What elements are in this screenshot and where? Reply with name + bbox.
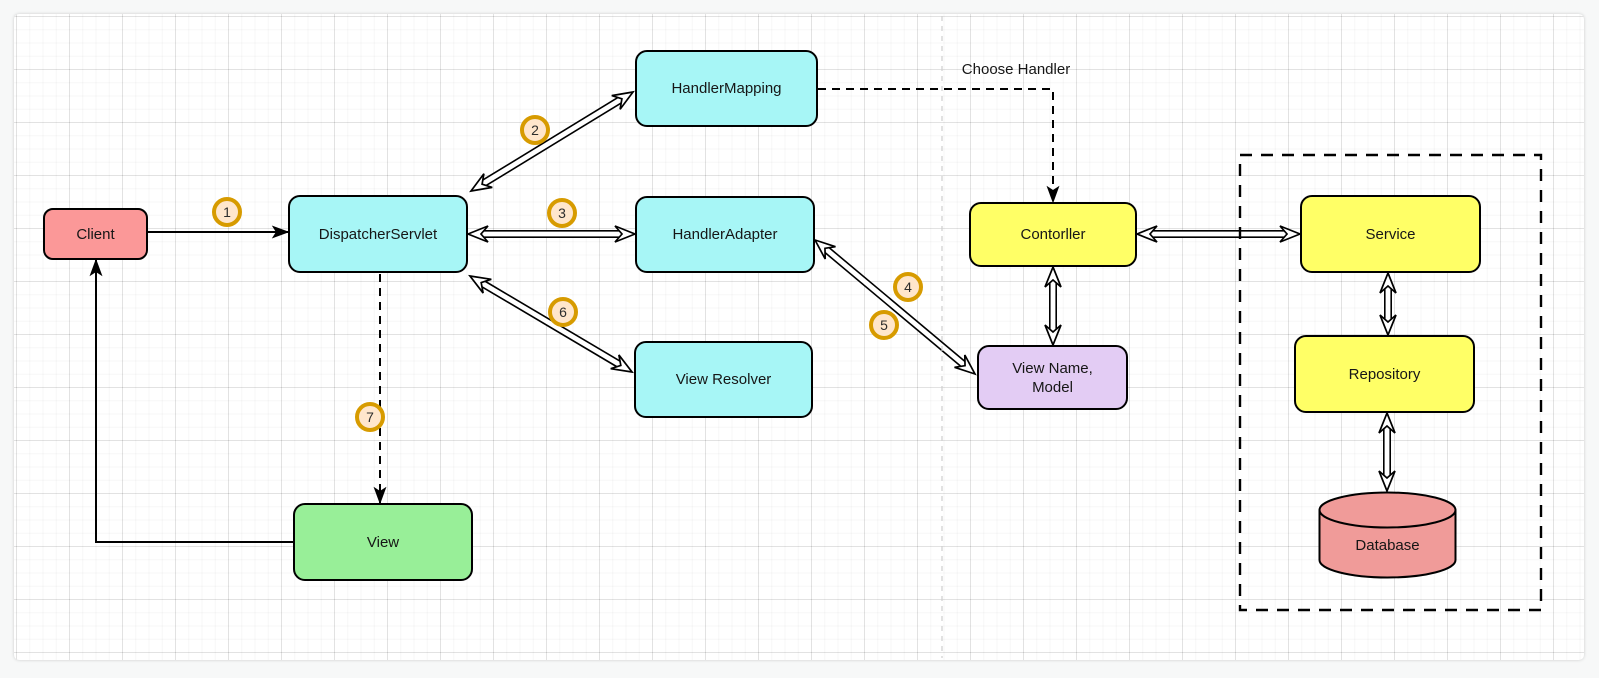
choose-handler-label: Choose Handler bbox=[961, 61, 1071, 78]
sequence-badge-5[interactable]: 5 bbox=[869, 310, 899, 340]
node-database-label: Database bbox=[1355, 537, 1420, 554]
sequence-badge-6[interactable]: 6 bbox=[548, 297, 578, 327]
node-view-resolver-label: View Resolver bbox=[675, 371, 772, 388]
sequence-badge-4[interactable]: 4 bbox=[893, 272, 923, 302]
node-view[interactable]: View bbox=[293, 503, 473, 581]
sequence-badge-1[interactable]: 1 bbox=[212, 197, 242, 227]
node-client-label: Client bbox=[76, 225, 115, 243]
node-handler-mapping[interactable]: HandlerMapping bbox=[635, 50, 818, 127]
node-handler-adapter-label: HandlerAdapter bbox=[672, 226, 778, 243]
node-repository[interactable]: Repository bbox=[1294, 335, 1475, 413]
node-dispatcher-servlet-label: DispatcherServlet bbox=[318, 225, 438, 243]
node-view-name-model[interactable]: View Name, Model bbox=[977, 345, 1128, 410]
sequence-badge-7[interactable]: 7 bbox=[355, 402, 385, 432]
node-handler-adapter[interactable]: HandlerAdapter bbox=[635, 196, 815, 273]
node-service-label: Service bbox=[1365, 225, 1416, 243]
view-name-line: View Name, bbox=[1012, 359, 1093, 377]
database-cylinder-icon bbox=[1318, 491, 1457, 579]
sequence-badge-2[interactable]: 2 bbox=[520, 115, 550, 145]
node-dispatcher-servlet[interactable]: DispatcherServlet bbox=[288, 195, 468, 273]
node-view-name-model-label: View Name, Model bbox=[1012, 359, 1093, 397]
node-database[interactable]: Database bbox=[1318, 491, 1457, 579]
model-line: Model bbox=[1032, 378, 1073, 396]
sequence-badge-3[interactable]: 3 bbox=[547, 198, 577, 228]
node-service[interactable]: Service bbox=[1300, 195, 1481, 273]
node-controller-label: Contorller bbox=[1020, 226, 1086, 243]
node-controller[interactable]: Contorller bbox=[969, 202, 1137, 267]
node-view-label: View bbox=[366, 533, 400, 551]
node-view-resolver[interactable]: View Resolver bbox=[634, 341, 813, 418]
node-client[interactable]: Client bbox=[43, 208, 148, 260]
node-handler-mapping-label: HandlerMapping bbox=[671, 80, 782, 97]
node-repository-label: Repository bbox=[1348, 365, 1421, 383]
